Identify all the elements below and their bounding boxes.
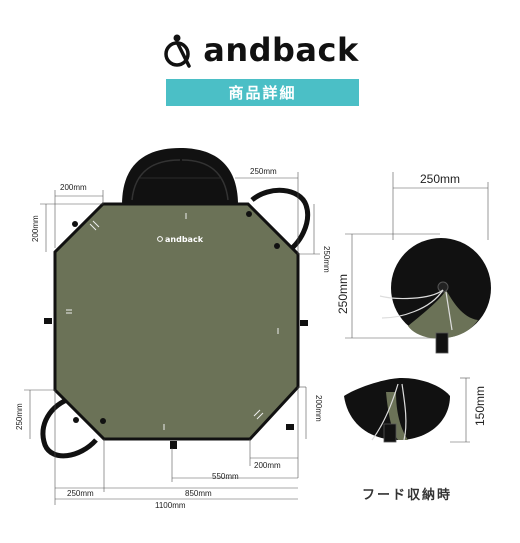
strap-bottom-left	[40, 395, 98, 459]
dim-total-width: 1100mm	[155, 501, 186, 510]
hood-stored-height-dim: 150mm	[473, 386, 487, 426]
dim-right-lower: 200mm	[314, 395, 323, 422]
section-banner: 商品詳細	[166, 79, 359, 106]
andback-logo-icon	[164, 34, 191, 68]
brand-name: andback	[203, 31, 359, 69]
hood-shape	[122, 148, 238, 205]
dim-bottom-250: 250mm	[67, 489, 94, 498]
dim-bottom-550: 550mm	[212, 472, 239, 481]
hood-stored-side-view	[344, 378, 450, 443]
dim-top-left: 200mm	[60, 183, 87, 192]
hood-stored-caption: フード収納時	[362, 488, 453, 503]
dim-left-lower: 250mm	[15, 403, 24, 430]
dim-bottom-corner: 200mm	[254, 461, 281, 470]
mat-logo-text: andback	[165, 235, 204, 244]
dim-right-upper: 250mm	[322, 246, 331, 273]
dim-top-right: 250mm	[250, 167, 277, 176]
hood-width-dim: 250mm	[420, 172, 460, 186]
hood-stored-top-view	[379, 238, 491, 354]
hood-height-dim: 250mm	[336, 274, 350, 314]
dim-bottom-850: 850mm	[185, 489, 212, 498]
dim-left-upper: 200mm	[31, 215, 40, 242]
brand-header: andback	[0, 30, 520, 70]
